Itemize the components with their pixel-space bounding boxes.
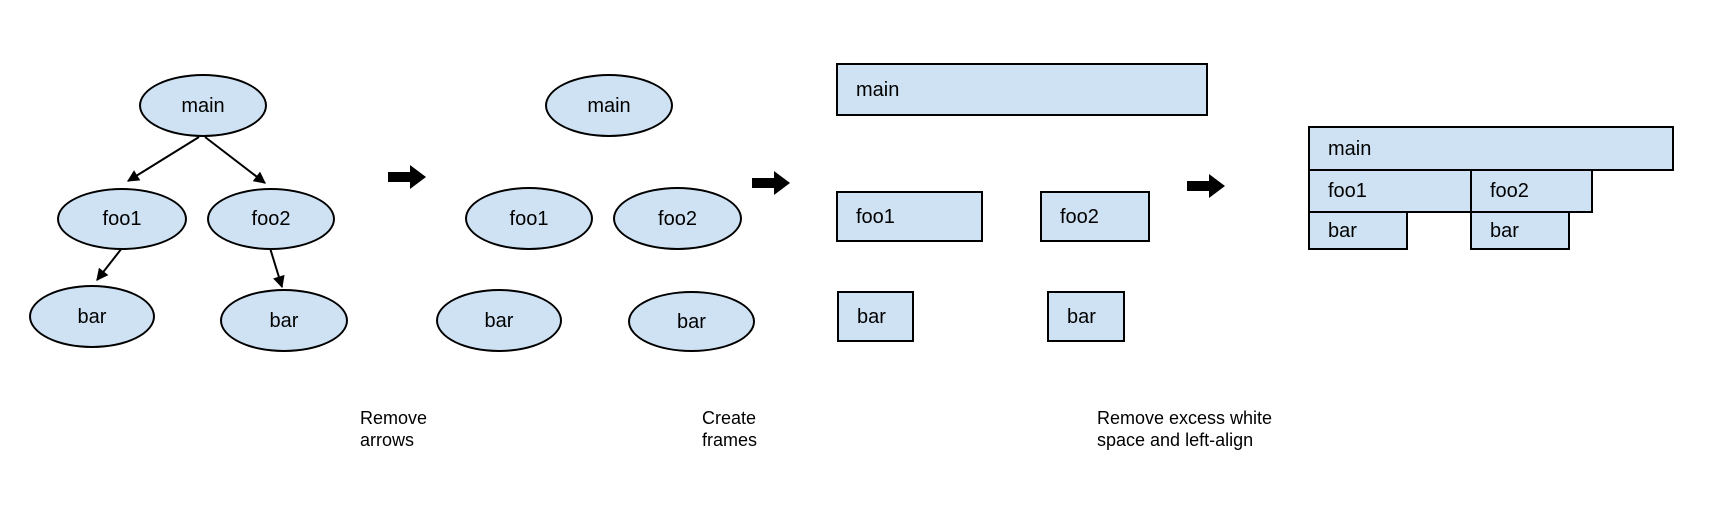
- noarrow-node-foo2: foo2: [613, 187, 742, 250]
- edge-main-foo2: [204, 136, 266, 184]
- caption-remove-whitespace: Remove excess white space and left-align: [1097, 408, 1273, 450]
- tree-node-bar-right: bar: [220, 289, 348, 352]
- tree-node-bar-left-label: bar: [77, 305, 107, 328]
- edge-foo2-bar: [269, 247, 285, 289]
- noarrow-node-bar-right-label: bar: [677, 310, 706, 333]
- tree-node-main-label: main: [181, 94, 225, 117]
- tree-node-bar-right-label: bar: [269, 309, 299, 332]
- flame-node-bar-left-label: bar: [1328, 219, 1357, 242]
- tree-node-foo1: foo1: [57, 188, 187, 250]
- noarrow-node-foo1-label: foo1: [509, 207, 549, 230]
- tree-node-foo2: foo2: [207, 188, 335, 250]
- flame-node-bar-right-label: bar: [1490, 219, 1519, 242]
- flame-node-main-label: main: [1328, 137, 1372, 160]
- tree-node-main: main: [139, 74, 267, 137]
- edge-foo1-bar: [96, 247, 123, 281]
- frame-node-foo2: foo2: [1040, 191, 1150, 242]
- noarrow-node-bar-right: bar: [628, 291, 755, 352]
- flame-node-foo1: foo1: [1308, 169, 1472, 213]
- frame-node-main: main: [836, 63, 1208, 116]
- noarrow-node-bar-left: bar: [436, 289, 562, 352]
- frame-node-bar-left: bar: [837, 291, 914, 342]
- flame-node-foo1-label: foo1: [1328, 180, 1367, 202]
- caption-create-frames: Create frames: [702, 408, 758, 450]
- step-arrow-icon-2: [752, 171, 790, 195]
- noarrow-node-foo1: foo1: [465, 187, 593, 250]
- step-arrow-icon-1: [388, 165, 426, 189]
- flame-node-main: main: [1308, 126, 1674, 171]
- flame-node-bar-right: bar: [1470, 211, 1570, 250]
- flame-node-foo2: foo2: [1470, 169, 1593, 213]
- tree-node-bar-left: bar: [29, 285, 155, 348]
- frame-node-main-label: main: [856, 78, 900, 101]
- frame-node-bar-right: bar: [1047, 291, 1125, 342]
- frame-node-foo1: foo1: [836, 191, 983, 242]
- frame-node-foo1-label: foo1: [856, 205, 895, 228]
- tree-node-foo1-label: foo1: [102, 208, 142, 230]
- flame-node-foo2-label: foo2: [1490, 180, 1529, 202]
- caption-remove-arrows: Remove arrows: [360, 408, 428, 450]
- flame-node-bar-left: bar: [1308, 211, 1408, 250]
- frame-node-bar-right-label: bar: [1067, 305, 1096, 328]
- noarrow-node-main: main: [545, 74, 673, 137]
- frame-node-bar-left-label: bar: [857, 305, 886, 328]
- noarrow-node-foo2-label: foo2: [658, 207, 697, 230]
- noarrow-node-bar-left-label: bar: [484, 309, 514, 332]
- frame-node-foo2-label: foo2: [1060, 205, 1099, 228]
- edge-main-foo1: [126, 136, 200, 182]
- step-arrow-icon-3: [1187, 174, 1225, 198]
- tree-node-foo2-label: foo2: [251, 208, 291, 230]
- noarrow-node-main-label: main: [587, 94, 631, 117]
